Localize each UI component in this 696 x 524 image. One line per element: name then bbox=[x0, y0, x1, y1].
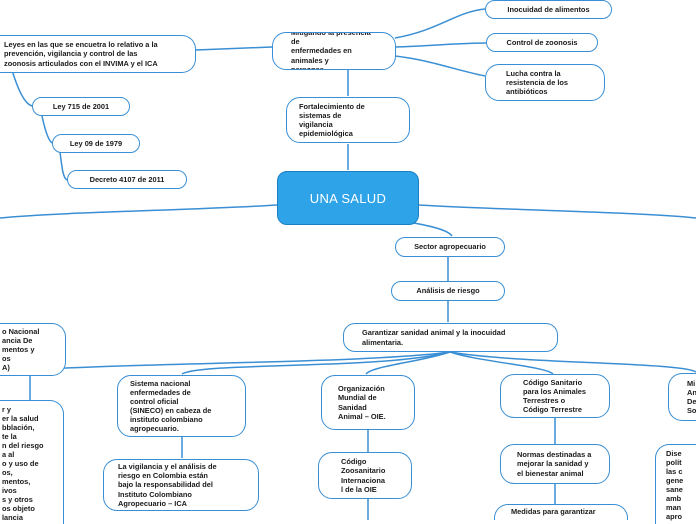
node-vigilancia-ica[interactable]: La vigilancia y el análisis de riesgo en… bbox=[103, 459, 259, 511]
edge-garantizar-codigo bbox=[449, 351, 554, 375]
node-left-invima-long[interactable]: r y er la salud bblación, te la n del ri… bbox=[0, 400, 64, 524]
edge-garantizar-oie bbox=[365, 351, 451, 375]
edge-garantizar-right bbox=[449, 351, 696, 373]
node-label: Inocuidad de alimentos bbox=[507, 4, 590, 14]
node-medidas[interactable]: Medidas para garantizar bbox=[494, 504, 628, 520]
node-label: Decreto 4107 de 2011 bbox=[89, 174, 165, 184]
node-mitigando[interactable]: Mitigando la presencia de enfermedades e… bbox=[272, 32, 396, 70]
node-ley-09[interactable]: Ley 09 de 1979 bbox=[52, 134, 140, 153]
node-label: Organización Mundial de Sanidad Animal –… bbox=[338, 384, 386, 421]
node-label: Leyes en las que se encuetra lo relativo… bbox=[4, 40, 158, 68]
node-right-cut-2[interactable]: Dise polít las c gene sane amb man apro bbox=[655, 444, 696, 524]
node-garantizar[interactable]: Garantizar sanidad animal y la inocuidad… bbox=[343, 323, 558, 352]
node-left-invima[interactable]: o Nacional ancia De mentos y os A) bbox=[0, 323, 66, 376]
edge-root-right bbox=[418, 204, 696, 219]
node-oie[interactable]: Organización Mundial de Sanidad Animal –… bbox=[321, 375, 415, 430]
node-right-cut-1[interactable]: Mi An De So bbox=[668, 373, 696, 421]
node-label: Mitigando la presencia de enfermedades e… bbox=[291, 32, 371, 70]
edge-ley715-ley09 bbox=[41, 115, 53, 144]
node-label: Lucha contra la resistencia de los antib… bbox=[506, 68, 569, 97]
edge-root-left bbox=[0, 204, 278, 219]
node-fortalecimiento[interactable]: Fortalecimiento de sistemas de vigilanci… bbox=[286, 97, 410, 143]
node-label: o Nacional ancia De mentos y os A) bbox=[2, 326, 40, 373]
node-label: Dise polít las c gene sane amb man apro bbox=[666, 449, 684, 522]
edge-garantizar-sistema bbox=[181, 351, 451, 375]
node-control-zoonosis[interactable]: Control de zoonosis bbox=[486, 33, 598, 52]
node-label: Código Zoosanitario Internaciona l de la… bbox=[341, 457, 386, 494]
node-label: Mi An De So bbox=[687, 378, 696, 416]
node-sector-agropecuario[interactable]: Sector agropecuario bbox=[395, 237, 505, 257]
node-normas[interactable]: Normas destinadas a mejorar la sanidad y… bbox=[500, 444, 610, 484]
node-label: r y er la salud bblación, te la n del ri… bbox=[2, 405, 44, 523]
node-ley-715[interactable]: Ley 715 de 2001 bbox=[32, 97, 130, 116]
node-label: Garantizar sanidad animal y la inocuidad… bbox=[362, 328, 506, 347]
node-label: Fortalecimiento de sistemas de vigilanci… bbox=[299, 101, 365, 139]
node-codigo-sanitario[interactable]: Código Sanitario para los Animales Terre… bbox=[500, 374, 610, 418]
node-label: Medidas para garantizar bbox=[511, 507, 596, 516]
root-node-una-salud[interactable]: UNA SALUD bbox=[277, 171, 419, 225]
edge-mitigando-zoonosis bbox=[394, 42, 487, 48]
edge-mitigando-lucha bbox=[394, 55, 486, 77]
node-label: Sector agropecuario bbox=[414, 242, 486, 252]
node-label: Ley 715 de 2001 bbox=[52, 101, 110, 111]
node-label: La vigilancia y el análisis de riesgo en… bbox=[118, 462, 217, 508]
node-lucha-resistencia[interactable]: Lucha contra la resistencia de los antib… bbox=[485, 64, 605, 101]
node-label: Control de zoonosis bbox=[506, 37, 578, 47]
node-label: Sistema nacional enfermedades de control… bbox=[130, 378, 212, 434]
node-inocuidad[interactable]: Inocuidad de alimentos bbox=[485, 0, 612, 19]
node-sistema-nacional[interactable]: Sistema nacional enfermedades de control… bbox=[117, 375, 246, 437]
edge-leyes-ley715 bbox=[11, 69, 33, 107]
edge-mitigando-inocuidad bbox=[394, 8, 486, 39]
node-label: Ley 09 de 1979 bbox=[69, 138, 123, 148]
node-analisis-riesgo[interactable]: Análisis de riesgo bbox=[391, 281, 505, 301]
edge-ley09-decreto bbox=[59, 151, 68, 181]
node-label: Normas destinadas a mejorar la sanidad y… bbox=[517, 450, 592, 478]
node-label: Código Sanitario para los Animales Terre… bbox=[523, 377, 586, 415]
node-decreto[interactable]: Decreto 4107 de 2011 bbox=[67, 170, 187, 189]
node-codigo-zoosanitario[interactable]: Código Zoosanitario Internaciona l de la… bbox=[318, 452, 412, 499]
edge-garantizar-left bbox=[0, 351, 451, 373]
node-label: Análisis de riesgo bbox=[416, 286, 480, 296]
edge-mitigando-leyes bbox=[195, 46, 273, 51]
node-leyes[interactable]: Leyes en las que se encuetra lo relativo… bbox=[0, 35, 196, 73]
